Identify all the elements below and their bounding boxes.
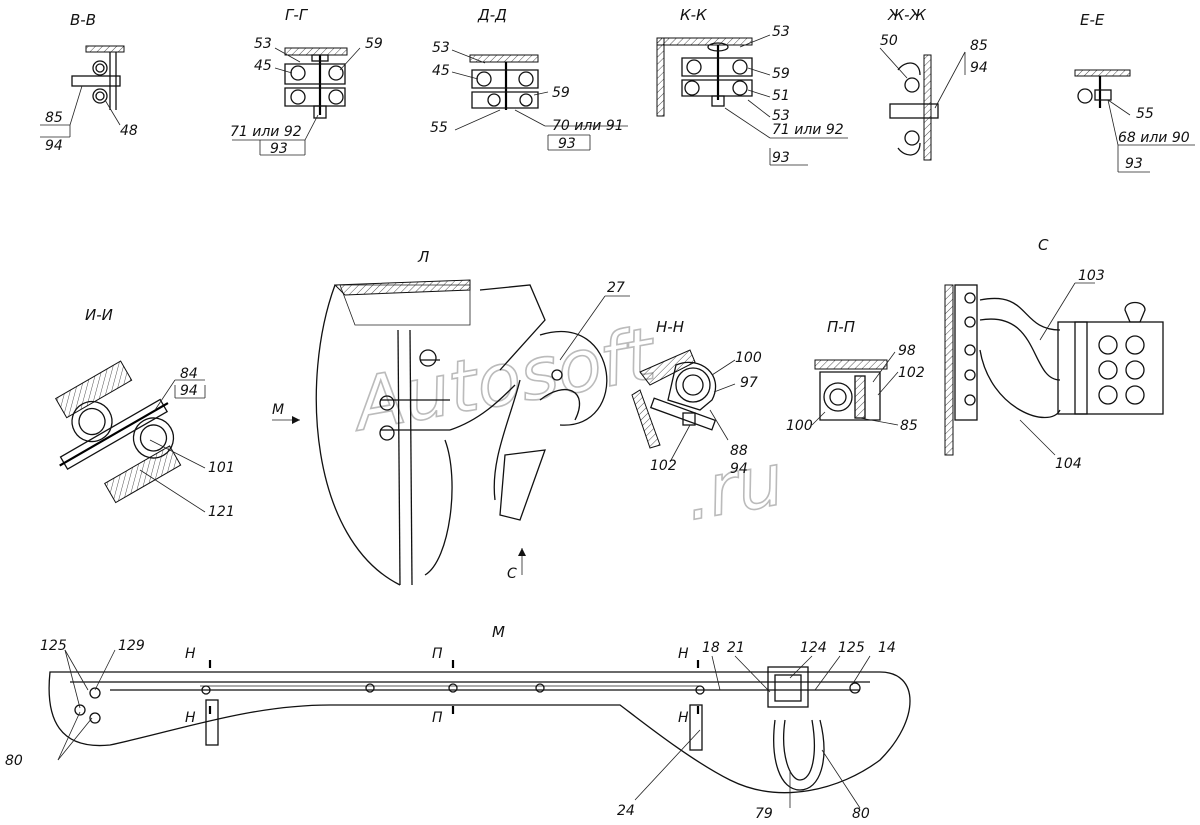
callout-129: 129	[118, 638, 145, 654]
callout-121: 121	[208, 504, 235, 520]
callout-21: 21	[727, 640, 745, 656]
frame-outline	[48, 671, 911, 794]
section-p-p: П-П 98 102 100 85	[786, 318, 925, 434]
callout-125b: 125	[838, 640, 865, 656]
section-title: Ж-Ж	[887, 6, 927, 24]
callout-53: 53	[432, 40, 450, 56]
section-k-k: К-К 53 59 51 53 71 или 92 93	[656, 6, 848, 166]
callout-48: 48	[120, 123, 138, 139]
callout-98: 98	[898, 343, 916, 359]
callout-94: 94	[45, 138, 63, 154]
section-title: Д-Д	[477, 6, 507, 24]
callout-18: 18	[702, 640, 720, 656]
callout-59: 59	[772, 66, 790, 82]
callout-100: 100	[786, 418, 813, 434]
callout-88: 88	[730, 443, 748, 459]
callout-103: 103	[1078, 268, 1105, 284]
callout-45: 45	[254, 58, 272, 74]
callout-104: 104	[1055, 456, 1082, 472]
callout-93: 93	[558, 136, 576, 152]
callout-94: 94	[730, 461, 748, 477]
section-v-v: В-В 85 94 48	[40, 11, 138, 154]
callout-14: 14	[878, 640, 896, 656]
callout-84: 84	[180, 366, 198, 382]
callout-125: 125	[40, 638, 67, 654]
cut-mark-p-bottom: П	[432, 710, 443, 726]
view-m: М 125 129 80 Н Н П	[5, 623, 911, 822]
view-title: М	[492, 623, 505, 641]
watermark-text: Autosoft	[344, 311, 663, 447]
plate	[1074, 69, 1131, 77]
callout-94: 94	[180, 383, 198, 399]
callout-93: 93	[772, 150, 790, 166]
section-title: Н-Н	[656, 318, 684, 336]
callout-100: 100	[735, 350, 762, 366]
callout-102: 102	[898, 365, 925, 381]
fender-outline	[315, 284, 401, 586]
callout-53: 53	[254, 36, 272, 52]
section-title: Е-Е	[1080, 11, 1105, 29]
section-d-d: Д-Д 53 45 59 55 70 или 91 93	[430, 6, 628, 152]
callout-80b: 80	[852, 806, 870, 822]
callout-51: 51	[772, 88, 790, 104]
callout-85: 85	[970, 38, 988, 54]
view-l: Л 27 М С	[272, 248, 630, 586]
callout-124: 124	[800, 640, 827, 656]
section-g-g: Г-Г 53 45 59 71 или 92 93	[230, 6, 383, 157]
cut-mark-n-top-left: Н	[185, 646, 196, 662]
section-title: К-К	[680, 6, 708, 24]
callout-24: 24	[617, 803, 635, 819]
callout-59: 59	[365, 36, 383, 52]
view-title: С	[1038, 236, 1049, 254]
callout-97: 97	[740, 375, 758, 391]
section-title: И-И	[85, 306, 113, 324]
callout-79: 79	[755, 806, 773, 822]
section-n-n: Н-Н 100 97 88 94 102	[631, 318, 762, 477]
plate-side	[656, 37, 665, 117]
section-title: В-В	[70, 11, 96, 29]
callout-53: 53	[772, 24, 790, 40]
plate-top	[656, 37, 753, 46]
callout-71-or-92: 71 или 92	[772, 122, 844, 138]
plate	[85, 45, 125, 53]
cut-mark-n-bottom-right: Н	[678, 710, 689, 726]
section-title: П-П	[827, 318, 855, 336]
callout-80: 80	[5, 753, 23, 769]
plate	[284, 47, 348, 56]
cut-mark-p-top: П	[432, 646, 443, 662]
callout-101: 101	[208, 460, 235, 476]
section-i-i: И-И 84 94 101 121	[55, 306, 235, 520]
callout-85: 85	[900, 418, 918, 434]
callout-50: 50	[880, 33, 898, 49]
callout-70-or-91: 70 или 91	[552, 118, 624, 134]
callout-102: 102	[650, 458, 677, 474]
callout-93: 93	[1125, 156, 1143, 172]
view-title: Л	[417, 248, 429, 266]
callout-94: 94	[970, 60, 988, 76]
cut-mark-n-bottom-left: Н	[185, 710, 196, 726]
callout-55: 55	[430, 120, 448, 136]
callout-71-or-92: 71 или 92	[230, 124, 302, 140]
callout-45: 45	[432, 63, 450, 79]
plate	[923, 54, 932, 161]
arrow-label-c: С	[507, 566, 517, 582]
section-zh-zh: Ж-Ж 50 85 94	[879, 6, 988, 161]
plate	[469, 54, 539, 63]
callout-55: 55	[1136, 106, 1154, 122]
callout-68-or-90: 68 или 90	[1118, 130, 1190, 146]
arrow-label-m: М	[272, 402, 284, 418]
watermark-domain: .ru	[678, 437, 789, 537]
view-c: С 103 104	[944, 236, 1164, 472]
callout-27: 27	[607, 280, 625, 296]
callout-59: 59	[552, 85, 570, 101]
callout-93: 93	[270, 141, 288, 157]
callout-53b: 53	[772, 108, 790, 124]
cut-mark-n-top-right: Н	[678, 646, 689, 662]
callout-85: 85	[45, 110, 63, 126]
section-e-e: Е-Е 55 68 или 90 93	[1074, 11, 1195, 173]
section-title: Г-Г	[285, 6, 309, 24]
